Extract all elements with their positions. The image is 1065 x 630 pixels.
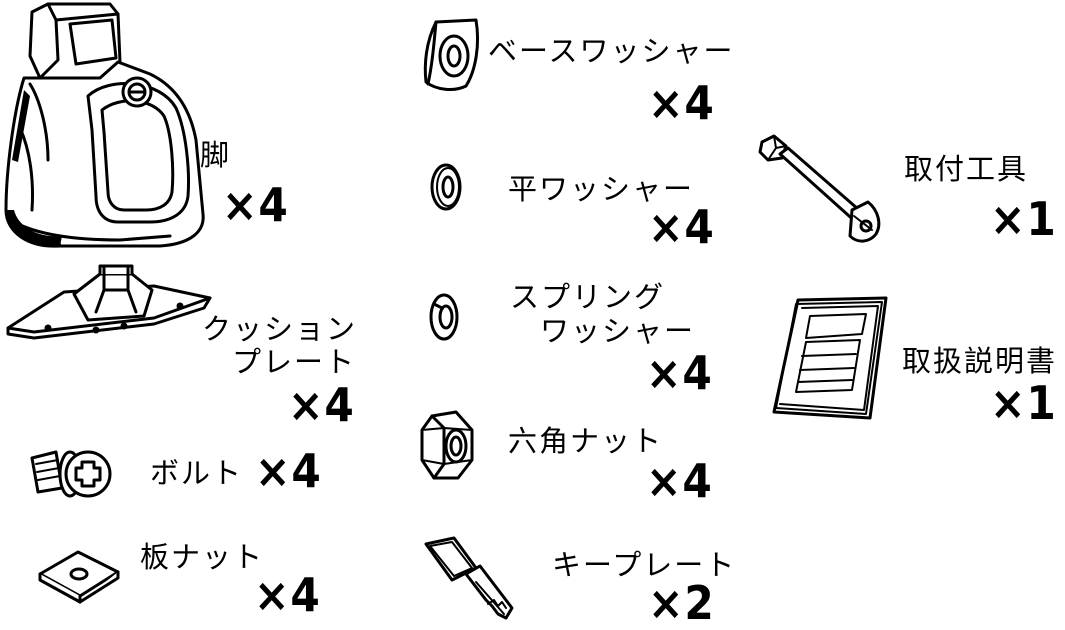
foot-qty: ×4 <box>222 178 289 232</box>
bolt-qty: ×4 <box>255 444 322 498</box>
spring-washer-qty: ×4 <box>646 346 713 400</box>
plate-nut-label: 板ナット <box>140 540 265 574</box>
cushion-plate-icon <box>6 264 212 340</box>
base-washer-icon <box>423 18 480 91</box>
cushion-plate-label-line2: プレート <box>232 345 357 379</box>
foot-icon <box>4 2 205 248</box>
flat-washer-qty: ×4 <box>648 200 715 254</box>
cushion-plate-label-line1: クッション <box>202 312 358 346</box>
bolt-label: ボルト <box>150 456 244 490</box>
key-icon <box>424 536 514 620</box>
wrench-tool-icon <box>758 134 881 243</box>
spring-washer-icon <box>429 293 459 341</box>
hex-nut-qty: ×4 <box>646 454 713 508</box>
key-plate-label: キープレート <box>552 548 737 582</box>
base-washer-label: ベースワッシャー <box>488 34 735 68</box>
plate-nut-icon <box>38 550 120 604</box>
tool-qty: ×1 <box>990 192 1057 246</box>
bolt-icon <box>30 450 112 498</box>
manual-qty: ×1 <box>990 376 1057 430</box>
spring-washer-label-line2: ワッシャー <box>540 314 696 348</box>
flat-washer-label: 平ワッシャー <box>508 172 695 206</box>
foot-label: 脚 <box>200 138 232 172</box>
manual-label: 取扱説明書 <box>902 344 1058 378</box>
manual-booklet-icon <box>772 296 888 420</box>
flat-washer-icon <box>430 163 462 211</box>
cushion-plate-qty: ×4 <box>288 378 355 432</box>
base-washer-qty: ×4 <box>648 76 715 130</box>
spring-washer-label-line1: スプリング <box>510 280 666 314</box>
hex-nut-label: 六角ナット <box>508 424 664 458</box>
tool-label: 取付工具 <box>904 152 1029 186</box>
plate-nut-qty: ×4 <box>254 568 321 622</box>
key-plate-qty: ×2 <box>648 576 715 630</box>
hex-nut-icon <box>420 410 474 480</box>
